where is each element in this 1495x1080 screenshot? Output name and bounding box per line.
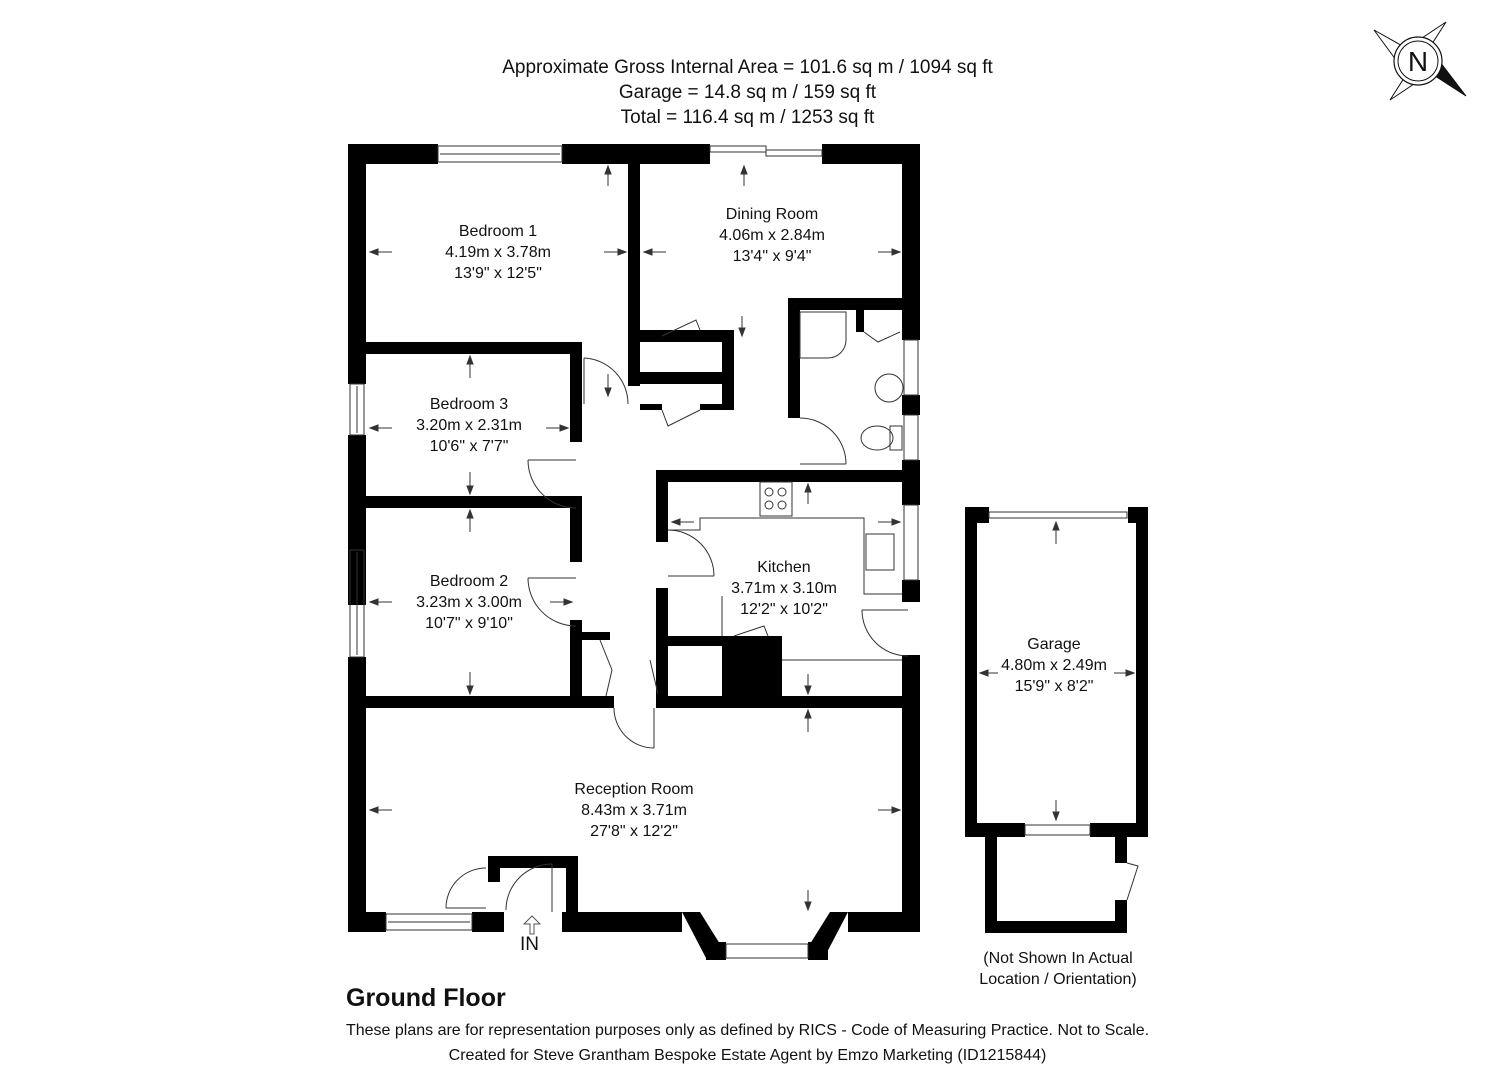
room-bedroom-3: Bedroom 3 3.20m x 2.31m 10'6" x 7'7" xyxy=(416,394,522,457)
garage-area: Garage = 14.8 sq m / 159 sq ft xyxy=(618,82,877,103)
entrance-label: IN xyxy=(520,934,539,955)
entrance-arrow-icon xyxy=(522,915,542,935)
room-dining-room: Dining Room 4.06m x 2.84m 13'4" x 9'4" xyxy=(719,204,825,267)
room-imperial: 15'9" x 8'2" xyxy=(1014,678,1094,695)
north-compass-icon: N xyxy=(1373,21,1467,101)
room-metric: 4.19m x 3.78m xyxy=(445,244,551,261)
room-metric: 8.43m x 3.71m xyxy=(581,802,687,819)
room-name: Bedroom 3 xyxy=(429,396,509,413)
disclaimer-text: These plans are for representation purpo… xyxy=(345,1022,1150,1039)
room-metric: 3.23m x 3.00m xyxy=(416,594,522,611)
room-metric: 3.20m x 2.31m xyxy=(416,417,522,434)
room-name: Dining Room xyxy=(725,206,819,223)
room-garage: Garage 4.80m x 2.49m 15'9" x 8'2" xyxy=(1001,634,1107,697)
garage-location-note: (Not Shown In Actual Location / Orientat… xyxy=(979,948,1136,990)
floor-title: Ground Floor xyxy=(346,984,506,1012)
gross-internal-area: Approximate Gross Internal Area = 101.6 … xyxy=(502,57,993,78)
room-imperial: 27'8" x 12'2" xyxy=(590,823,678,840)
room-metric: 4.80m x 2.49m xyxy=(1001,657,1107,674)
room-name: Garage xyxy=(1027,636,1081,653)
room-metric: 3.71m x 3.10m xyxy=(731,580,837,597)
room-imperial: 12'2" x 10'2" xyxy=(740,601,828,618)
room-kitchen: Kitchen 3.71m x 3.10m 12'2" x 10'2" xyxy=(731,557,837,620)
room-imperial: 10'6" x 7'7" xyxy=(429,438,509,455)
room-metric: 4.06m x 2.84m xyxy=(719,227,825,244)
compass-label: N xyxy=(1408,46,1428,77)
garage-note-line-2: Location / Orientation) xyxy=(979,971,1137,988)
room-reception-room: Reception Room 8.43m x 3.71m 27'8" x 12'… xyxy=(574,779,693,842)
room-name: Reception Room xyxy=(574,781,694,798)
total-area: Total = 116.4 sq m / 1253 sq ft xyxy=(620,107,875,128)
credit-text: Created for Steve Grantham Bespoke Estat… xyxy=(448,1047,1047,1064)
room-bedroom-2: Bedroom 2 3.23m x 3.00m 10'7" x 9'10" xyxy=(416,571,522,634)
room-name: Kitchen xyxy=(757,559,811,576)
room-name: Bedroom 2 xyxy=(429,573,509,590)
room-bedroom-1: Bedroom 1 4.19m x 3.78m 13'9" x 12'5" xyxy=(445,221,551,284)
room-imperial: 13'4" x 9'4" xyxy=(732,248,812,265)
room-imperial: 10'7" x 9'10" xyxy=(425,615,513,632)
room-name: Bedroom 1 xyxy=(458,223,538,240)
garage-note-line-1: (Not Shown In Actual xyxy=(983,950,1133,967)
room-imperial: 13'9" x 12'5" xyxy=(454,265,542,282)
